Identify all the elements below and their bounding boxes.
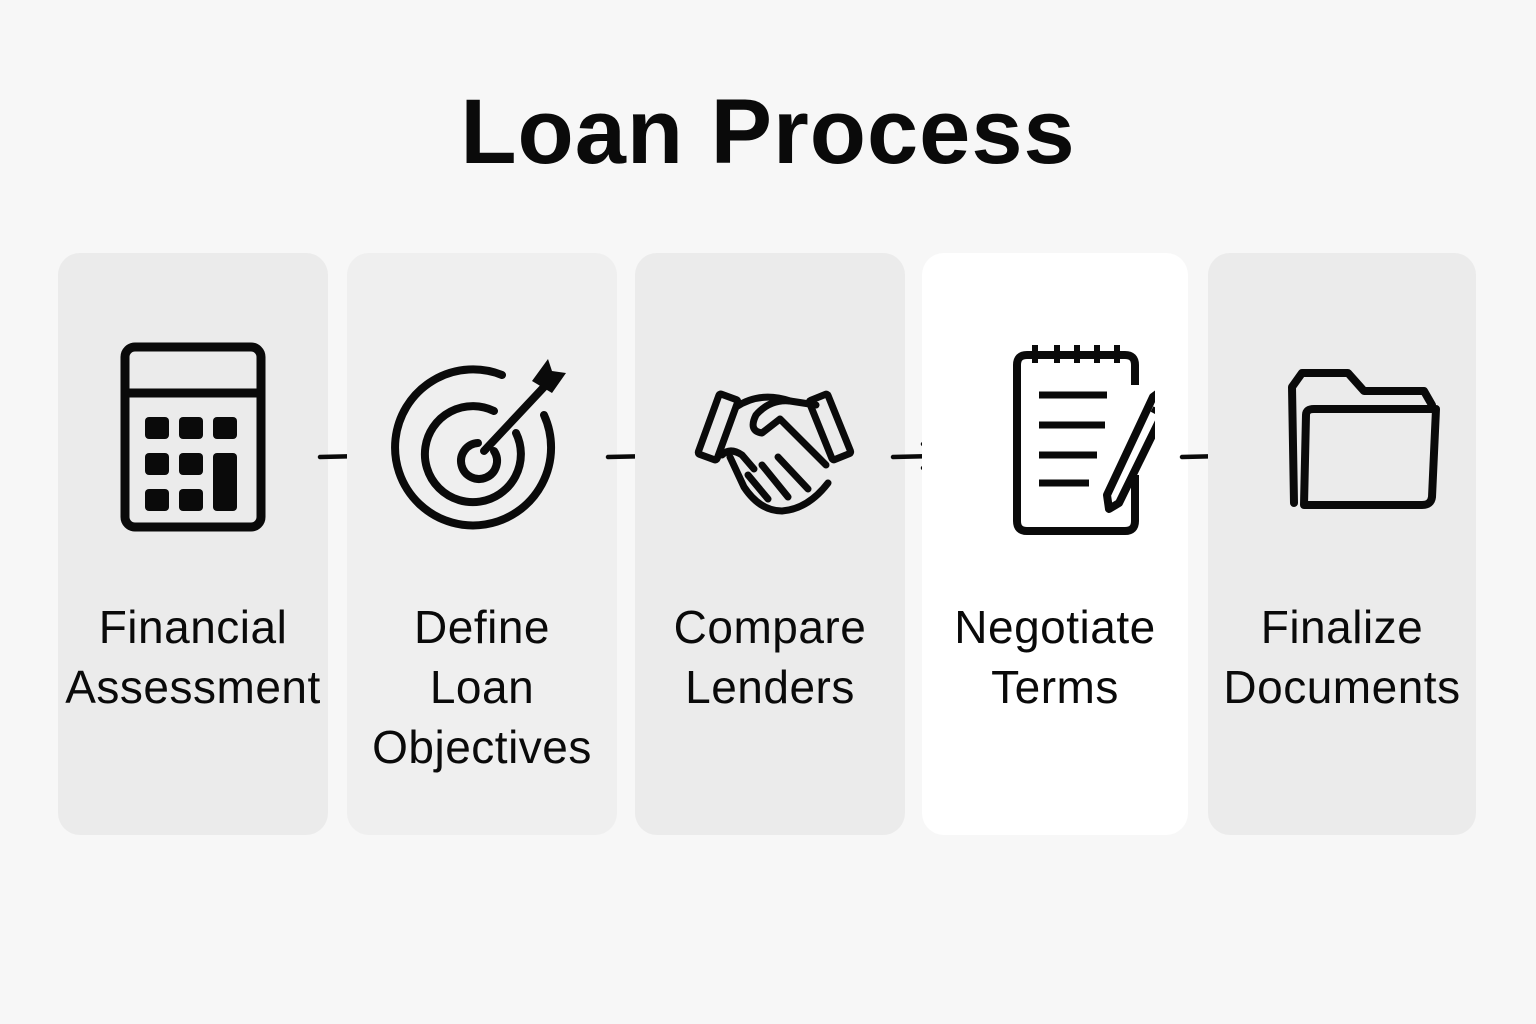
step-card-financial-assessment: Financial Assessment	[58, 253, 328, 835]
step-label-line: Financial	[98, 601, 288, 653]
step-card-compare-lenders: Compare Lenders	[635, 253, 905, 835]
step-label: Compare Lenders	[635, 597, 905, 717]
step-label-line: Loan	[429, 661, 535, 713]
step-label-line: Objectives	[372, 721, 592, 773]
step-label-line: Finalize	[1260, 601, 1424, 653]
step-label-line: Define	[414, 601, 550, 653]
step-label-line: Negotiate	[954, 601, 1156, 653]
step-card-negotiate-terms: Negotiate Terms	[922, 253, 1188, 835]
calculator-icon	[93, 335, 293, 535]
step-label-line: Lenders	[685, 661, 855, 713]
step-label: Finalize Documents	[1208, 597, 1476, 717]
step-card-finalize-documents: Finalize Documents	[1208, 253, 1476, 835]
step-label: Negotiate Terms	[922, 597, 1188, 717]
step-label: Financial Assessment	[58, 597, 328, 717]
step-label-line: Compare	[673, 601, 867, 653]
step-label-line: Documents	[1223, 661, 1461, 713]
step-label-line: Terms	[991, 661, 1119, 713]
page-title: Loan Process	[460, 81, 1076, 183]
handshake-icon	[670, 335, 870, 535]
target-arrow-icon	[382, 335, 582, 535]
notepad-pencil-icon	[955, 335, 1155, 535]
folder-icon	[1242, 335, 1442, 535]
step-label-line: Assessment	[65, 661, 321, 713]
step-label: Define Loan Objectives	[347, 597, 617, 777]
step-card-define-loan-objectives: Define Loan Objectives	[347, 253, 617, 835]
